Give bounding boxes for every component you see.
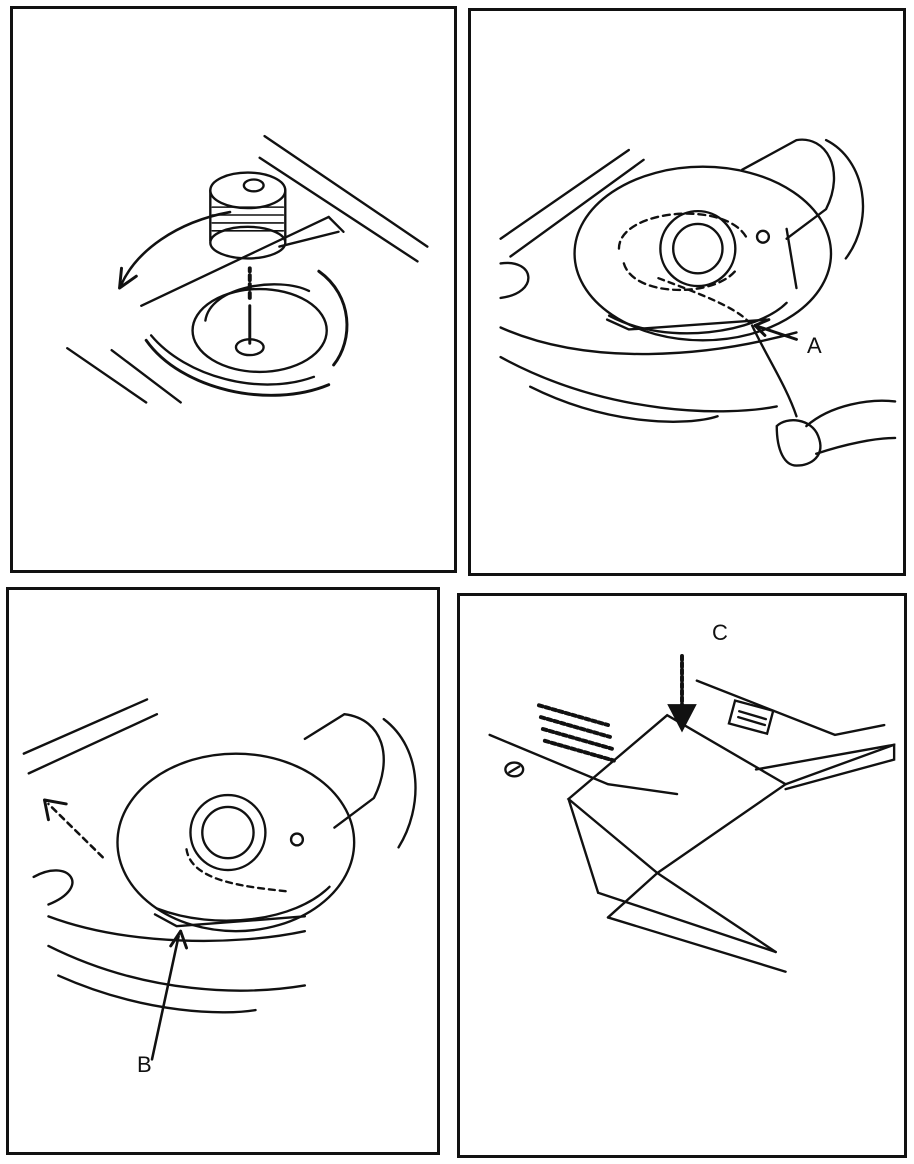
step-1-panel	[10, 6, 457, 573]
label-c: C	[712, 622, 728, 644]
bobbin-insert-illustration	[13, 9, 454, 570]
label-a: A	[807, 335, 822, 357]
step-2-panel: A	[468, 8, 906, 576]
thread-notch-illustration	[9, 590, 437, 1152]
thread-slot-illustration	[471, 11, 903, 573]
slide-plate-illustration	[460, 596, 904, 1155]
label-b: B	[137, 1054, 152, 1076]
step-3-panel: B	[6, 587, 440, 1155]
step-4-panel: C	[457, 593, 907, 1158]
